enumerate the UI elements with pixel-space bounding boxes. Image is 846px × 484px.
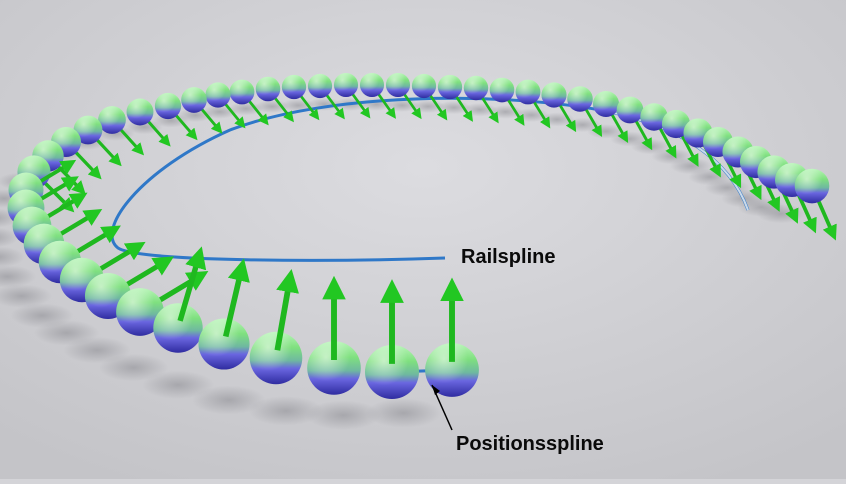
sphere-highlight	[640, 103, 668, 131]
sphere-highlight	[515, 79, 541, 105]
sphere-highlight	[489, 77, 515, 103]
sphere-shadow	[142, 370, 214, 399]
sphere-shadow	[0, 265, 36, 288]
sphere-highlight	[592, 90, 620, 118]
sphere-highlight	[249, 331, 303, 385]
sphere-highlight	[229, 79, 255, 105]
sphere-shadow	[191, 385, 266, 415]
sphere-highlight	[385, 72, 411, 98]
sphere-highlight	[153, 303, 203, 353]
sphere-shadows	[0, 97, 806, 431]
sphere-highlight	[437, 74, 463, 100]
sphere-highlight	[116, 288, 164, 336]
sphere-highlight	[255, 76, 281, 102]
sphere-highlight	[126, 98, 154, 126]
sphere-highlight	[73, 115, 103, 145]
sphere-shadow	[0, 246, 25, 268]
sphere-shadow	[10, 303, 74, 328]
sphere-highlight	[463, 75, 489, 101]
sphere-highlight	[411, 73, 437, 99]
sphere-highlight	[359, 72, 385, 98]
sphere-shadow	[248, 396, 324, 426]
sphere-shadow	[365, 398, 442, 428]
sphere-highlight	[307, 73, 333, 99]
up-vector-arrow-icon	[274, 268, 299, 351]
sphere-highlight	[281, 74, 307, 100]
positionsspline-label: Positionsspline	[456, 433, 604, 455]
sphere-highlight	[198, 318, 250, 370]
sphere-highlight	[98, 106, 126, 134]
sphere-highlight	[661, 109, 691, 139]
vector-arrows	[177, 246, 464, 364]
sphere-highlight	[205, 82, 231, 108]
railspline-label: Railspline	[461, 246, 556, 268]
sphere-highlight	[365, 345, 419, 399]
sphere-highlight	[616, 96, 644, 124]
sphere-highlight	[154, 92, 182, 120]
sphere-highlight	[541, 82, 567, 108]
up-vector-arrow-icon	[177, 246, 207, 322]
sphere-highlight	[181, 87, 207, 113]
sphere-highlight	[425, 343, 479, 397]
sphere-shadow	[0, 284, 52, 308]
sphere-highlight	[307, 341, 361, 395]
sphere-highlight	[567, 86, 593, 112]
sphere-highlight	[333, 72, 359, 98]
sphere-shadow	[756, 204, 806, 224]
sphere-highlight	[794, 168, 830, 204]
spheres	[7, 72, 837, 399]
sphere-shadow	[228, 101, 264, 116]
sphere-shadow	[305, 400, 382, 431]
leader-arrowhead	[432, 385, 440, 395]
up-vector-arrow-icon	[223, 258, 250, 338]
